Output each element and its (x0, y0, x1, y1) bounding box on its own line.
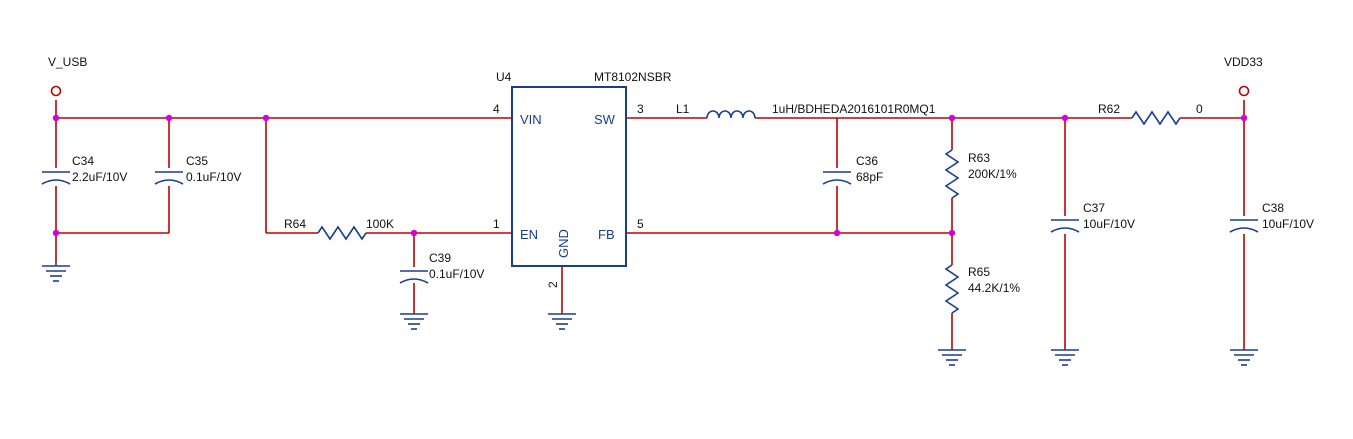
c36-ref: C36 (856, 154, 878, 168)
capacitor-c36: C36 68pF (822, 154, 883, 185)
c36-value: 68pF (856, 170, 883, 184)
junction-dots (52, 114, 1248, 237)
pin-number-5: 5 (637, 217, 644, 231)
u4-ref: U4 (496, 70, 512, 84)
c34-value: 2.2uF/10V (72, 170, 127, 184)
capacitor-c35: C35 0.1uF/10V (154, 154, 241, 185)
capacitor-c39: C39 0.1uF/10V (399, 251, 484, 284)
net-label-vusb: V_USB (48, 55, 87, 69)
pin-name-fb: FB (598, 227, 615, 242)
u4-chip: U4 MT8102NSBR VIN SW EN FB GND 4 3 1 5 2 (493, 70, 672, 288)
c38-value: 10uF/10V (1262, 217, 1314, 231)
r62-value: 0 (1196, 102, 1203, 116)
l1-value: 1uH/BDHEDA2016101R0MQ1 (772, 102, 936, 116)
pin-name-vin: VIN (520, 112, 542, 127)
pin-number-1: 1 (493, 217, 500, 231)
pin-name-sw: SW (594, 112, 616, 127)
resistor-r64: R64 100K (284, 217, 394, 241)
pin-name-gnd: GND (556, 229, 571, 258)
power-port-vusb: V_USB (48, 55, 87, 97)
capacitor-c34: C34 2.2uF/10V (41, 154, 127, 185)
c37-value: 10uF/10V (1083, 217, 1135, 231)
u4-part: MT8102NSBR (594, 70, 672, 84)
r63-ref: R63 (968, 151, 990, 165)
r63-value: 200K/1% (968, 167, 1017, 181)
power-port-vdd33: VDD33 (1224, 55, 1263, 97)
capacitor-c37: C37 10uF/10V (1050, 201, 1135, 233)
c39-ref: C39 (429, 251, 451, 265)
wires (55, 100, 1245, 350)
pin-name-en: EN (520, 227, 538, 242)
resistor-r63: R63 200K/1% (944, 149, 1017, 199)
ground-symbol-c37 (1051, 349, 1079, 366)
ground-symbol-c38 (1230, 349, 1258, 366)
resistor-r65: R65 44.2K/1% (944, 264, 1020, 314)
c39-value: 0.1uF/10V (429, 267, 484, 281)
r65-value: 44.2K/1% (968, 281, 1020, 295)
resistor-r62: R62 0 (1098, 102, 1203, 126)
c34-ref: C34 (72, 154, 94, 168)
capacitor-c38: C38 10uF/10V (1229, 201, 1314, 233)
c35-value: 0.1uF/10V (186, 170, 241, 184)
net-label-vdd33: VDD33 (1224, 55, 1263, 69)
ground-symbol-r65 (938, 349, 966, 366)
inductor-l1: L1 1uH/BDHEDA2016101R0MQ1 (676, 102, 936, 119)
ground-symbol-u4 (548, 313, 576, 330)
ground-symbol-c39 (400, 313, 428, 330)
c37-ref: C37 (1083, 201, 1105, 215)
pin-number-2: 2 (546, 281, 560, 288)
ground-symbol-c34 (42, 262, 70, 282)
r64-value: 100K (366, 217, 394, 231)
c38-ref: C38 (1262, 201, 1284, 215)
r65-ref: R65 (968, 265, 990, 279)
l1-ref: L1 (676, 102, 690, 116)
c35-ref: C35 (186, 154, 208, 168)
pin-number-4: 4 (493, 102, 500, 116)
pin-number-3: 3 (637, 102, 644, 116)
r64-ref: R64 (284, 217, 306, 231)
r62-ref: R62 (1098, 102, 1120, 116)
